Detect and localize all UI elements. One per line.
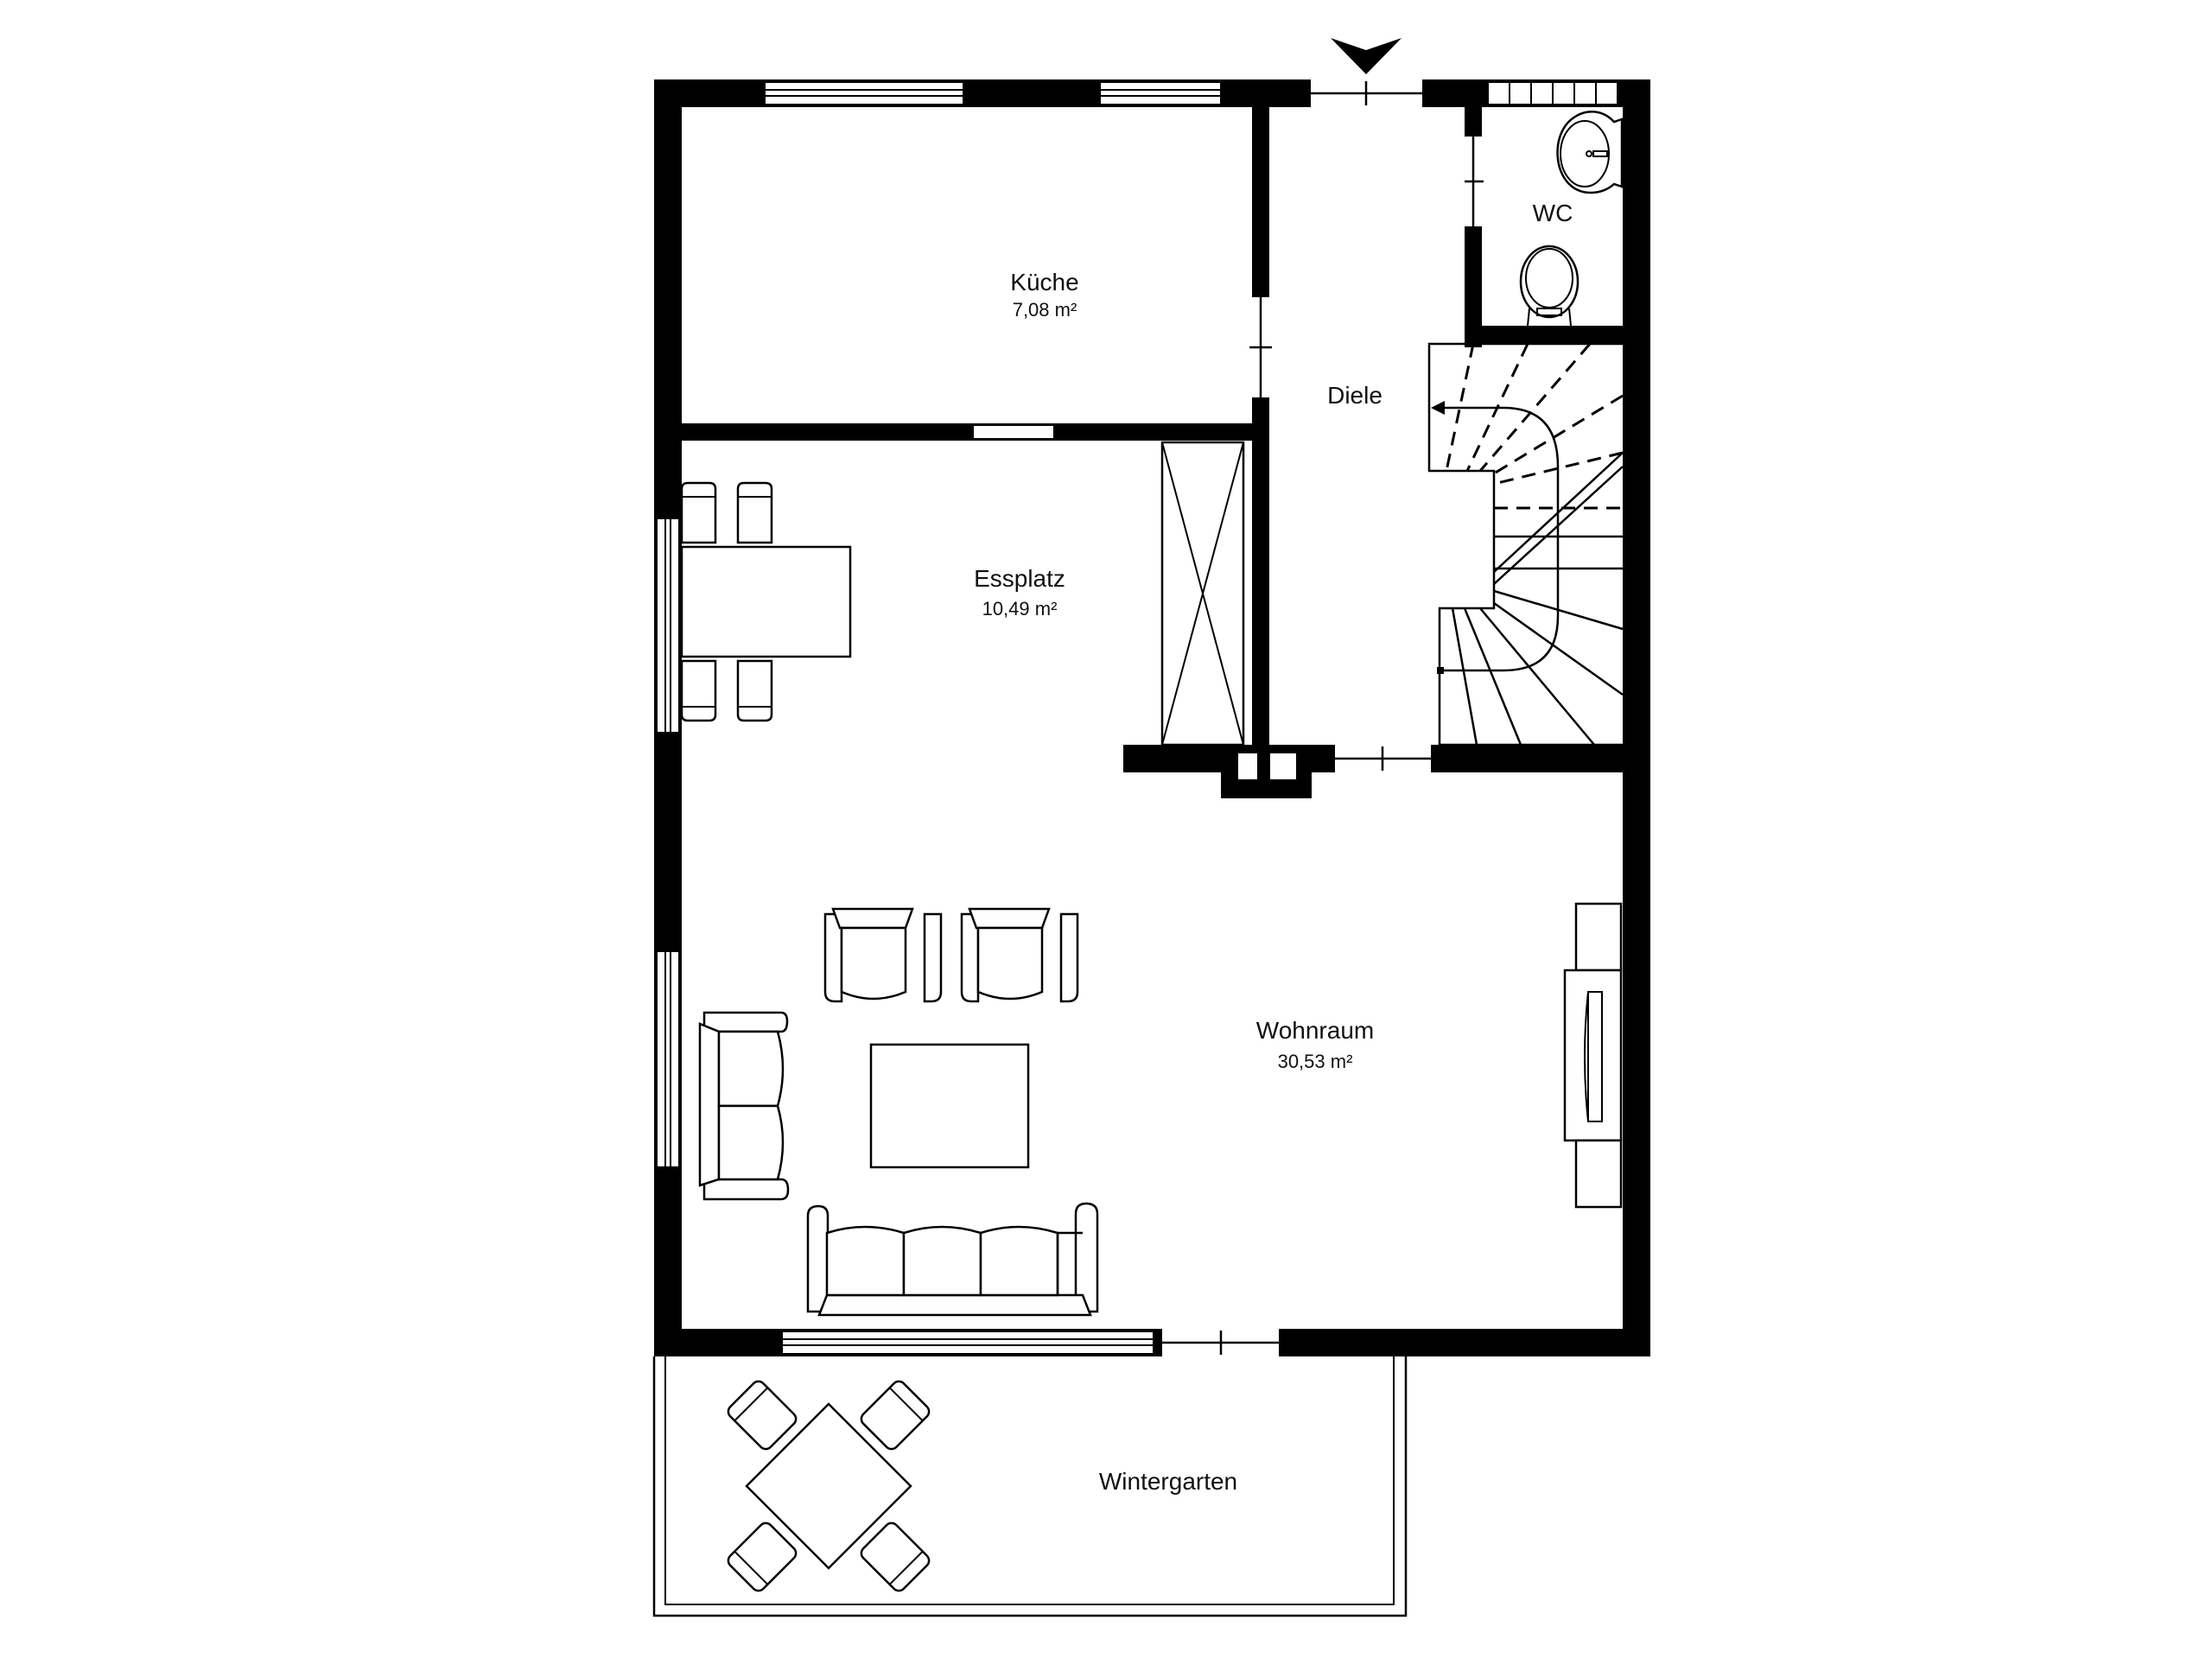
dining-chair [736,659,773,722]
coffee-table [869,1043,1030,1169]
door-wohnraum [1335,746,1431,771]
door-kueche [1249,297,1272,397]
wardrobe-cabinet [1160,441,1245,746]
dining-chair [680,659,717,722]
outer-walls [654,79,1650,1356]
entrance-door [1311,81,1422,105]
window-wohnraum-left [656,950,680,1168]
armchair [960,907,1079,1003]
entrance-arrow-icon [1331,38,1402,74]
room-area: 7,08 m² [1013,299,1077,321]
room-label-essplatz: Essplatz 10,49 m² [974,565,1065,619]
wintergarten-outline [652,1356,1408,1617]
dining-chair [680,481,717,544]
interior-walls [682,107,1650,798]
window-kueche-2 [1099,81,1222,105]
room-label-wintergarten: Wintergarten [1099,1468,1237,1495]
patio-chair [727,1380,798,1451]
patio-table [745,1402,912,1570]
door-wintergarten [1162,1331,1279,1355]
window-kueche-1 [764,81,964,105]
room-area: 30,53 m² [1278,1051,1353,1072]
patio-chair [860,1521,931,1592]
room-name: Wintergarten [1099,1468,1237,1495]
room-label-wc: WC [1533,200,1573,226]
staircase-icon [1427,342,1624,746]
dining-table [680,545,852,658]
two-seat-sofa [698,1011,790,1201]
dining-chair [736,481,773,544]
three-seat-sofa [806,1202,1099,1317]
washbasin-icon [1556,111,1624,194]
room-name: WC [1533,200,1573,226]
room-label-kueche: Küche 7,08 m² [1010,269,1078,321]
toilet-icon [1519,245,1580,327]
window-wohnraum-bottom [781,1331,1154,1355]
room-area: 10,49 m² [982,598,1058,619]
fireplace-icon [1563,902,1623,1209]
door-wc [1465,137,1484,226]
patio-chair [727,1521,798,1592]
room-label-wohnraum: Wohnraum 30,53 m² [1256,1017,1374,1072]
opening-kueche-essplatz [972,424,1055,440]
room-label-diele: Diele [1327,382,1382,409]
room-name: Küche [1010,269,1078,295]
room-name: Essplatz [974,565,1065,592]
patio-chair [860,1380,931,1451]
room-name: Diele [1327,382,1382,409]
window-wc [1487,81,1618,105]
armchair [823,907,943,1003]
room-name: Wohnraum [1256,1017,1374,1044]
window-essplatz [656,518,680,734]
